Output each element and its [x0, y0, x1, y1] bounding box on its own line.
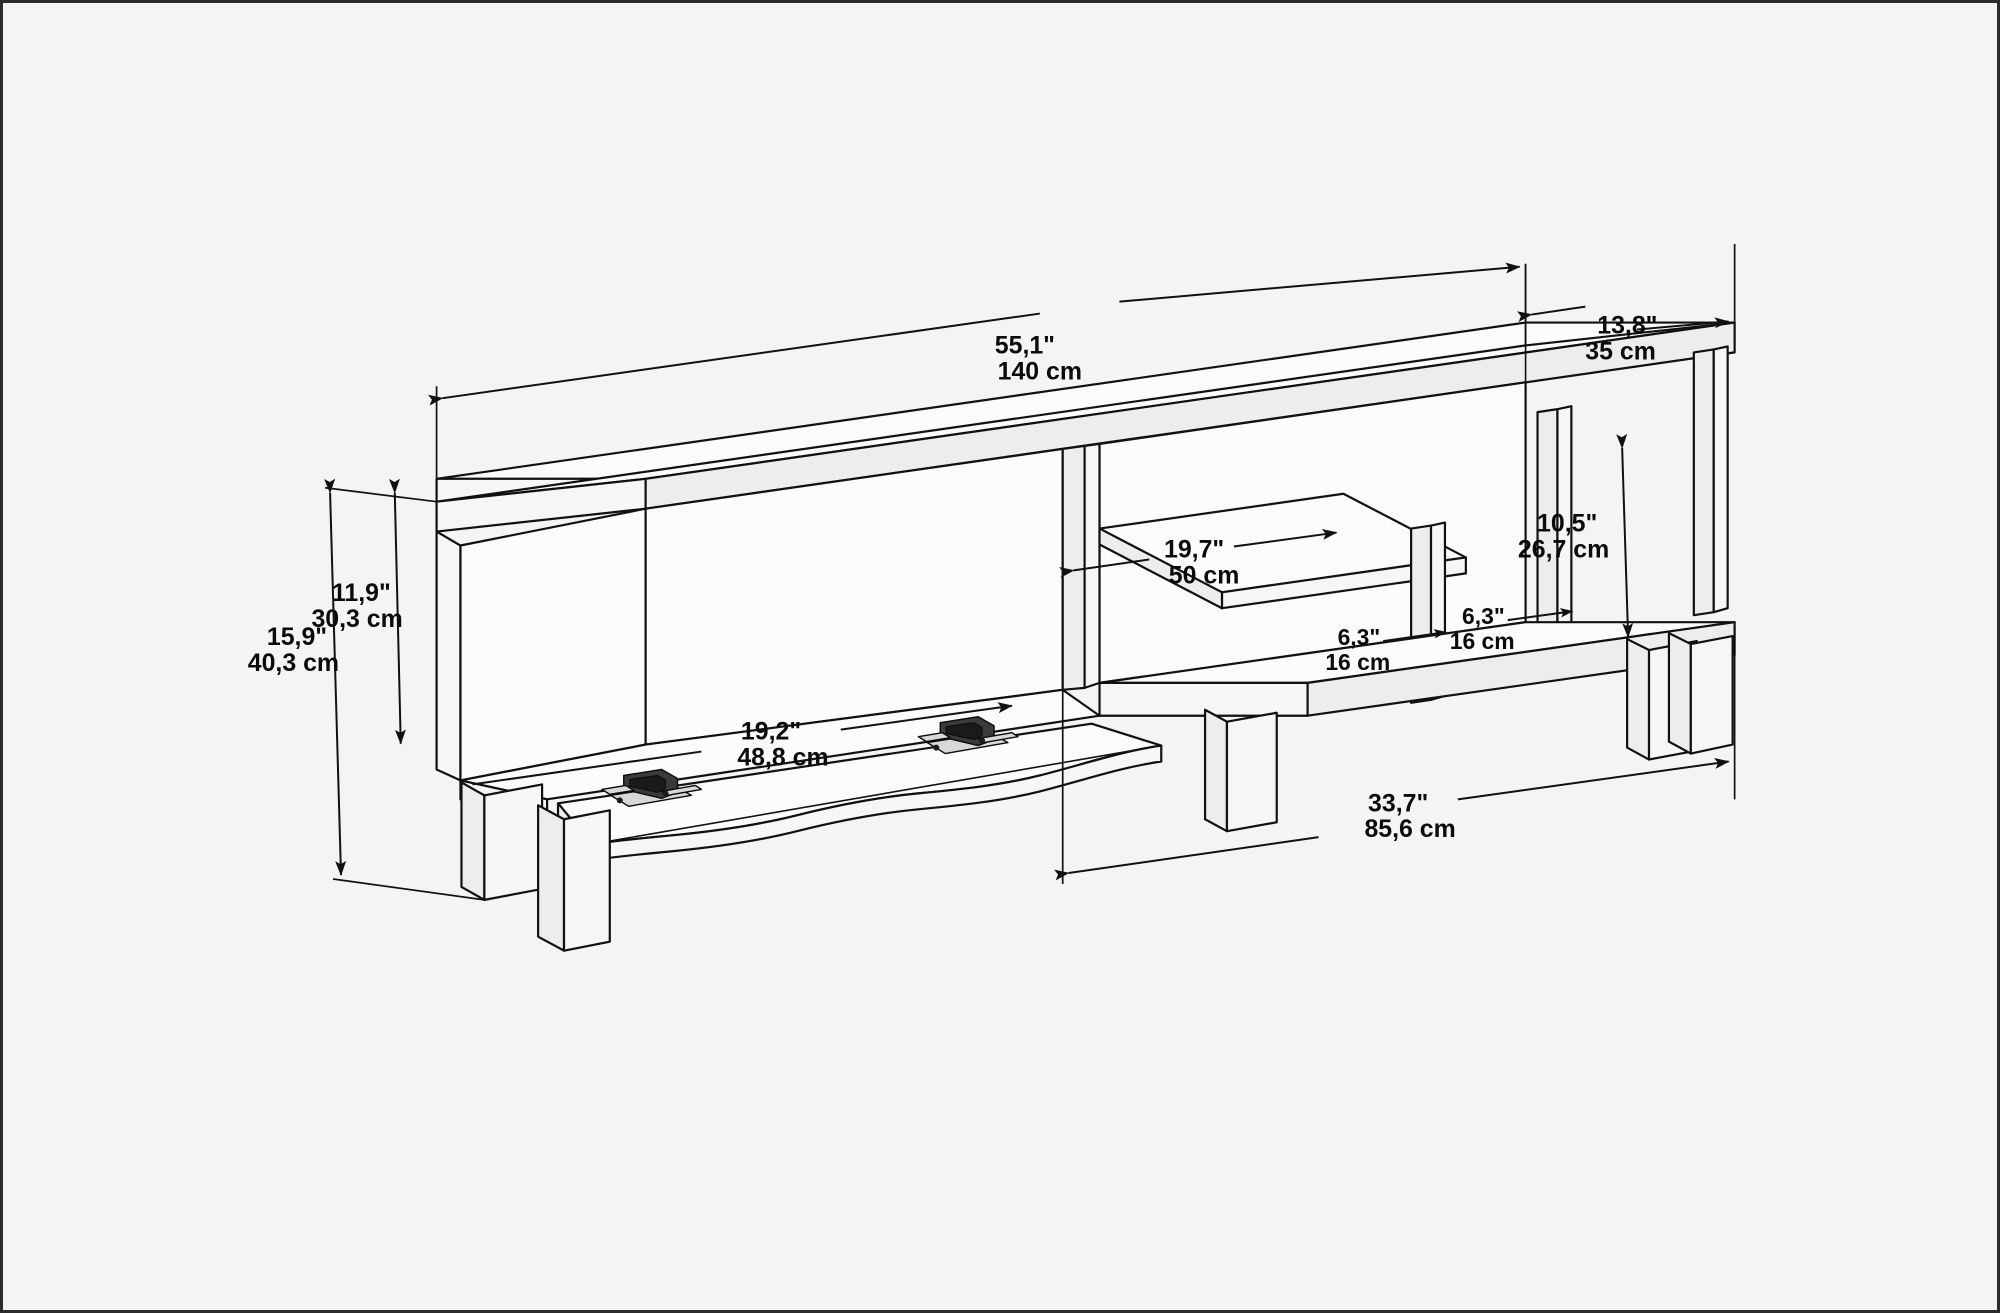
overall-height-imperial: 15,9": [267, 623, 327, 651]
open-shelf-height-imperial: 10,5": [1537, 510, 1597, 538]
middle-shelf-width-metric: 50 cm: [1169, 561, 1240, 589]
open-section-lower-shelf: [1098, 621, 1736, 717]
dimension-overall-depth: 13,8" 35 cm: [1516, 243, 1736, 365]
door-width-metric: 48,8 cm: [737, 743, 828, 771]
leg-center: [1203, 708, 1278, 833]
middle-shelf-width-imperial: 19,7": [1164, 535, 1224, 563]
open-shelf-height-metric: 26,7 cm: [1518, 535, 1609, 563]
overall-height-metric: 40,3 cm: [248, 649, 339, 677]
dimension-middle-shelf-width: 19,7" 50 cm: [1059, 529, 1338, 589]
furniture-body: [435, 321, 1736, 952]
right-side-panel: [1692, 345, 1729, 617]
dimension-open-shelf-height: 10,5" 26,7 cm: [1518, 433, 1634, 639]
door-width-imperial: 19,2": [741, 718, 801, 746]
compartment-left-imperial: 6,3": [1338, 624, 1381, 650]
dimension-overall-width: 55,1" 140 cm: [427, 262, 1527, 502]
leg-front-right: [1667, 632, 1734, 755]
hinge-right: [917, 716, 1019, 755]
leg-back-left: [460, 781, 544, 901]
dimension-compartment-left: 6,3" 16 cm: [1325, 624, 1447, 675]
compartment-left-metric: 16 cm: [1325, 649, 1390, 675]
dimension-cabinet-height: 11,9" 30,3 cm: [311, 478, 406, 745]
left-side-panel: [435, 507, 647, 782]
cabinet-height-imperial: 11,9": [332, 579, 391, 607]
overall-depth-imperial: 13,8": [1597, 311, 1657, 339]
open-section-width-metric: 85,6 cm: [1364, 815, 1455, 843]
middle-shelf: [1098, 492, 1467, 610]
compartment-right-imperial: 6,3": [1462, 603, 1505, 629]
open-section-width-imperial: 33,7": [1368, 789, 1428, 817]
leg-front-left: [537, 804, 611, 952]
dimension-open-section-width: 33,7" 85,6 cm: [1054, 622, 1736, 884]
dimension-overall-height: 15,9" 40,3 cm: [248, 478, 485, 901]
vertical-divider-right: [1536, 405, 1573, 653]
overall-width-imperial: 55,1": [995, 331, 1055, 359]
dimension-door-width: 19,2" 48,8 cm: [472, 702, 1013, 786]
overall-depth-metric: 35 cm: [1585, 337, 1656, 365]
compartment-right-metric: 16 cm: [1450, 628, 1515, 654]
hinge-left: [601, 768, 703, 808]
overall-width-metric: 140 cm: [998, 357, 1082, 385]
tv-stand-isometric-drawing: 55,1" 140 cm 13,8" 35 cm 10,5" 26,7 cm 1…: [248, 243, 1736, 952]
dimension-compartment-right: 6,3" 16 cm: [1450, 603, 1574, 654]
